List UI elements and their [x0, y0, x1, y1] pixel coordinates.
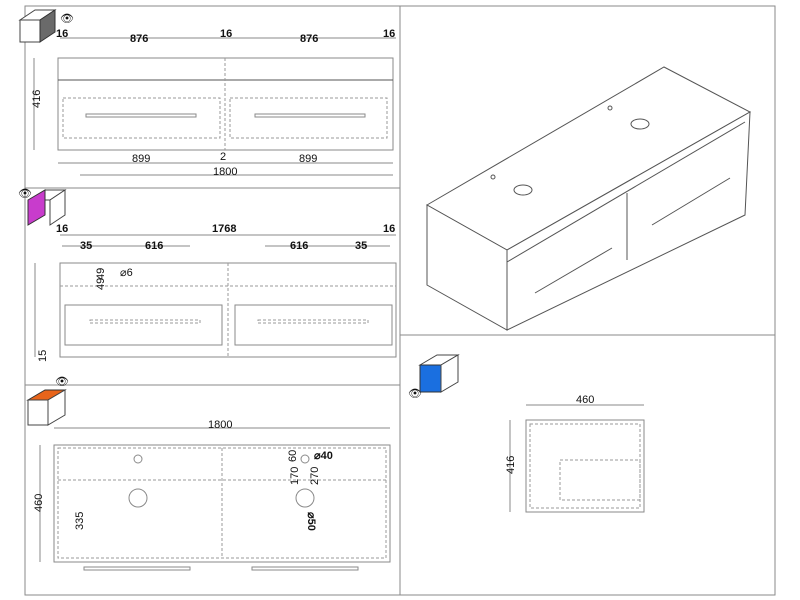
dim-label: 416	[31, 90, 43, 108]
dim-label: 16	[56, 28, 68, 40]
dim-label: 60	[287, 450, 299, 462]
eye-icon: 👁	[55, 376, 69, 388]
dim-label: 876	[300, 33, 318, 45]
dim-label: 1800	[213, 166, 237, 178]
dim-label: 15	[37, 350, 49, 362]
dim-label: 270	[309, 467, 321, 485]
dim-label: 899	[299, 153, 317, 165]
dim-label: 460	[576, 394, 594, 406]
dim-label: 16	[383, 28, 395, 40]
side-view: 👁 460 416	[408, 354, 645, 513]
dim-label: 616	[145, 240, 163, 252]
dim-label: 899	[132, 153, 150, 165]
eye-icon: 👁	[408, 388, 422, 400]
dim-label: 16	[56, 223, 68, 235]
dim-label: 35	[80, 240, 92, 252]
isometric-view	[425, 66, 752, 331]
dim-label: ⌀50	[305, 512, 317, 531]
dim-label: 35	[355, 240, 367, 252]
view-cube-front-icon	[18, 9, 57, 43]
top-view: 👁 1800 460 335 60 ⌀40 170 270 ⌀50	[26, 376, 391, 571]
dim-label: 16	[383, 223, 395, 235]
dim-label: 2	[220, 151, 226, 163]
dim-label: ⌀6	[120, 267, 133, 279]
dim-label: 1768	[212, 223, 236, 235]
view-cube-back-icon	[27, 189, 67, 226]
dim-label: ⌀40	[314, 450, 333, 462]
eye-icon: 👁	[18, 188, 32, 200]
dim-label: 616	[290, 240, 308, 252]
dim-label: 49	[95, 268, 107, 280]
dim-label: 876	[130, 33, 148, 45]
dim-label: 1800	[208, 419, 232, 431]
dim-label: 416	[505, 456, 517, 474]
dim-label: 335	[74, 512, 86, 530]
dim-label: 460	[33, 494, 45, 512]
dim-label: 49	[95, 278, 107, 290]
view-cube-top-icon	[26, 389, 67, 426]
view-cube-side-icon	[418, 354, 460, 393]
eye-icon: 👁	[60, 13, 74, 25]
dim-label: 170	[289, 467, 301, 485]
back-view: 👁 16 1768 16 35 616 616 35 49 49 ⌀6 15	[18, 188, 397, 362]
front-view: 👁 16 876 16 876 16 416 899 2 899 1800	[18, 9, 396, 178]
dim-label: 16	[220, 28, 232, 40]
